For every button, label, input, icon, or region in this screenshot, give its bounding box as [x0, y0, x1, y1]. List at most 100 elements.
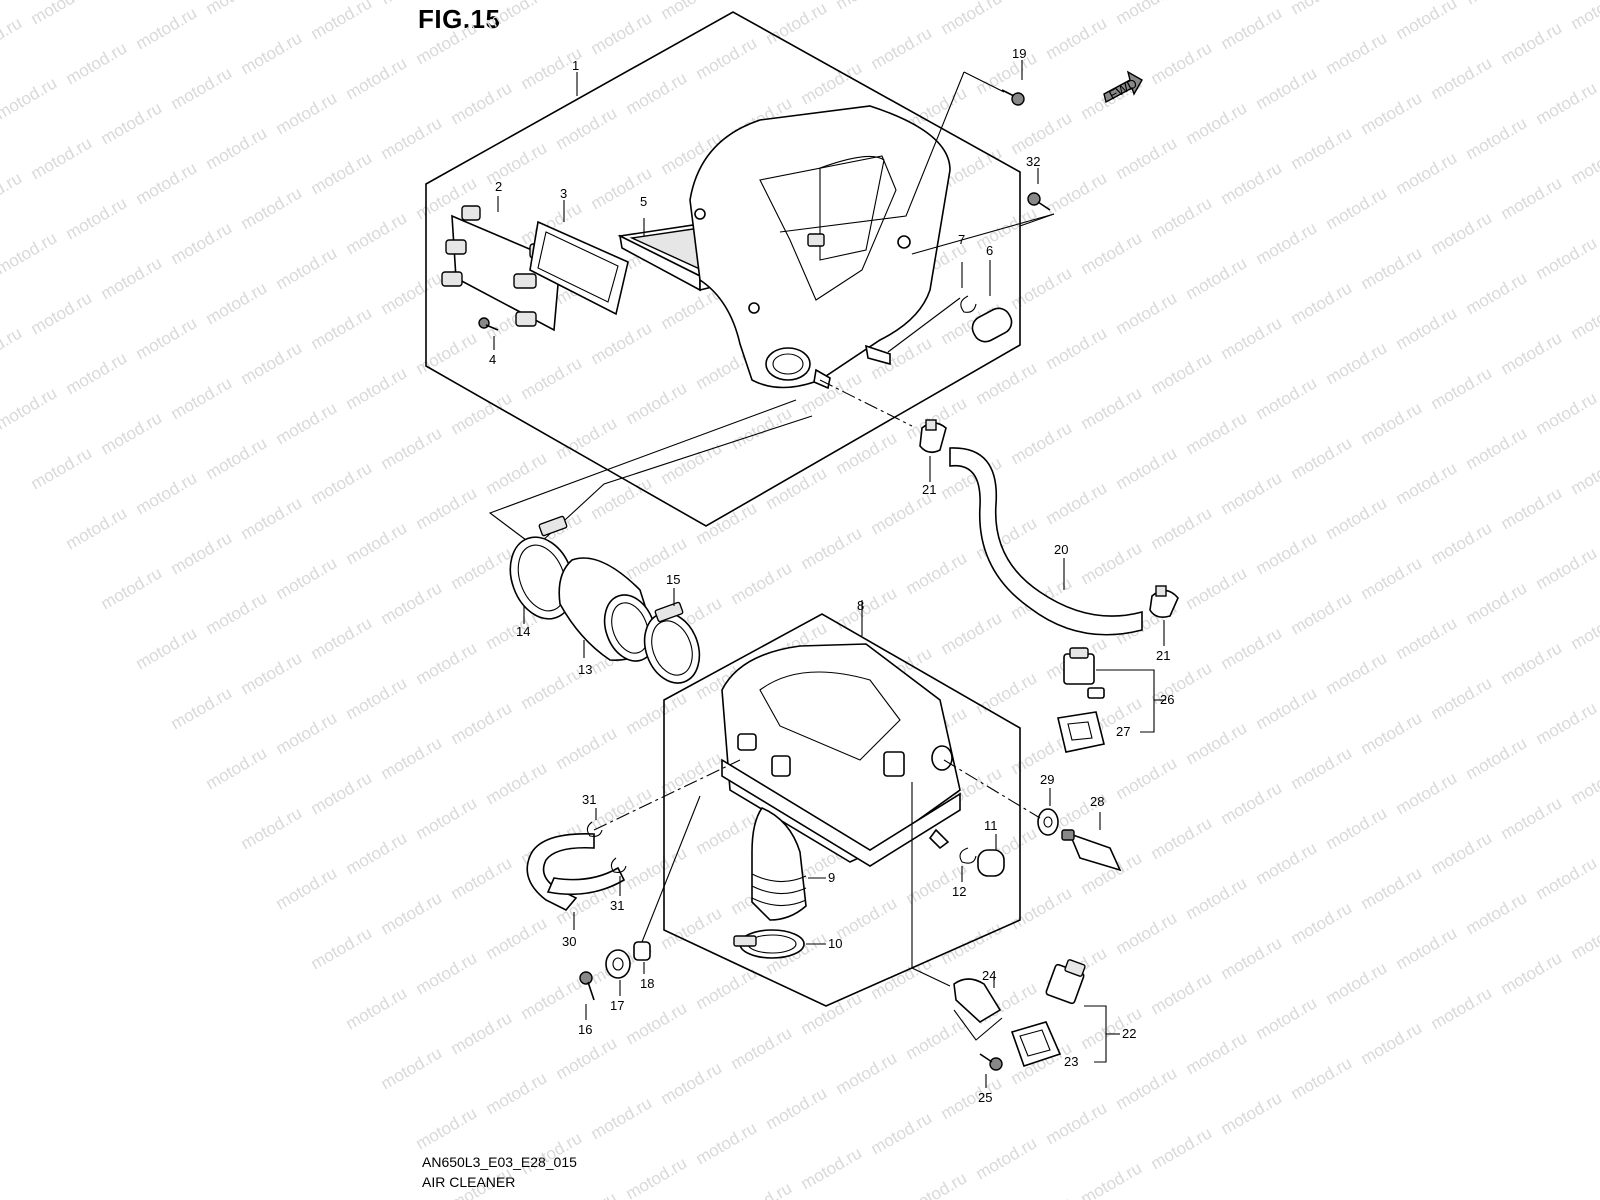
watermark-text: motod.ru [1218, 468, 1286, 518]
watermark-text: motod.ru [1393, 768, 1461, 818]
watermark-text: motod.ru [1113, 288, 1181, 338]
watermark-text: motod.ru [1078, 383, 1146, 433]
watermark-text: motod.ru [728, 558, 796, 608]
watermark-text: motod.ru [273, 398, 341, 448]
watermark-text: motod.ru [448, 78, 516, 128]
watermark-text: motod.ru [1008, 883, 1076, 933]
watermark-text: motod.ru [798, 523, 866, 573]
watermark-text: motod.ru [1358, 553, 1426, 603]
watermark-text: motod.ru [0, 228, 60, 278]
callout-16: 16 [578, 1022, 592, 1037]
watermark-text: motod.ru [1428, 673, 1496, 723]
callout-10: 10 [828, 936, 842, 951]
watermark-text: motod.ru [798, 988, 866, 1038]
watermark-text: motod.ru [63, 348, 131, 398]
watermark-text: motod.ru [28, 0, 96, 28]
watermark-text: motod.ru [658, 0, 726, 23]
callout-29: 29 [1040, 772, 1054, 787]
part-15-clamp [643, 588, 701, 684]
watermark-text: motod.ru [1253, 838, 1321, 888]
watermark-text: motod.ru [1218, 778, 1286, 828]
watermark-text: motod.ru [1568, 138, 1600, 188]
part-7-clip [887, 262, 977, 353]
watermark-text: motod.ru [448, 1008, 516, 1058]
watermark-text: motod.ru [448, 388, 516, 438]
part-11-cap [977, 834, 1005, 877]
watermark-text: motod.ru [1043, 323, 1111, 373]
watermark-text: motod.ru [1253, 683, 1321, 733]
part-20-hose [949, 447, 1143, 636]
part-12-clip [959, 847, 977, 882]
watermark-text: motod.ru [1323, 648, 1391, 698]
watermark-text: motod.ru [308, 458, 376, 508]
watermark-text: motod.ru [1463, 0, 1531, 8]
watermark-text: motod.ru [1288, 433, 1356, 483]
watermark-text: motod.ru [1533, 78, 1600, 128]
watermark-text: motod.ru [1358, 863, 1426, 913]
air-cleaner-lower-case [721, 643, 961, 867]
part-25-screw [979, 1053, 1003, 1088]
watermark-text: motod.ru [1253, 528, 1321, 578]
watermark-text: motod.ru [98, 98, 166, 148]
callout-17: 17 [610, 998, 624, 1013]
watermark-text: motod.ru [1428, 53, 1496, 103]
watermark-text: motod.ru [1393, 148, 1461, 198]
watermark-text: motod.ru [1008, 108, 1076, 158]
watermark-text: motod.ru [1323, 958, 1391, 1008]
watermark-text: motod.ru [1008, 263, 1076, 313]
part-26-connector [1063, 647, 1166, 733]
watermark-text: motod.ru [483, 1068, 551, 1118]
callout-20: 20 [1054, 542, 1068, 557]
watermark-text: motod.ru [1008, 1193, 1076, 1200]
part-13-duct [558, 557, 657, 662]
watermark-text: motod.ru [1498, 948, 1566, 998]
watermark-text: motod.ru [0, 383, 60, 433]
watermark-text: motod.ru [63, 503, 131, 553]
watermark-text: motod.ru [1393, 0, 1461, 43]
callout-21-upper: 21 [922, 482, 936, 497]
watermark-text: motod.ru [1533, 388, 1600, 438]
watermark-text: motod.ru [1183, 98, 1251, 148]
watermark-text: motod.ru [1358, 398, 1426, 448]
watermark-text: motod.ru [1463, 268, 1531, 318]
watermark-text: motod.ru [63, 38, 131, 88]
watermark-text: motod.ru [413, 18, 481, 68]
watermark-text: motod.ru [1288, 588, 1356, 638]
watermark-text: motod.ru [693, 33, 761, 83]
callout-4: 4 [489, 352, 496, 367]
watermark-text: motod.ru [1463, 733, 1531, 783]
callout-5: 5 [640, 194, 647, 209]
part-10-clamp [733, 929, 826, 959]
watermark-text: motod.ru [168, 528, 236, 578]
part-16-bolt [579, 971, 595, 1020]
part-17-grommet [605, 949, 631, 996]
watermark-text: motod.ru [1498, 638, 1566, 688]
watermark-text: motod.ru [728, 403, 796, 453]
callout-31-lower: 31 [610, 898, 624, 913]
watermark-text: motod.ru [98, 253, 166, 303]
watermark-text: motod.ru [1393, 613, 1461, 663]
watermark-text: motod.ru [203, 278, 271, 328]
watermark-text: motod.ru [308, 923, 376, 973]
watermark-text: motod.ru [378, 733, 446, 783]
figure-title: FIG.15 [418, 4, 501, 34]
watermark-text: motod.ru [1323, 803, 1391, 853]
watermark-text: motod.ru [1253, 218, 1321, 268]
watermark-text: motod.ru [1428, 983, 1496, 1033]
watermark-text: motod.ru [1148, 348, 1216, 398]
watermark-text: motod.ru [308, 303, 376, 353]
watermark-text: motod.ru [1218, 3, 1286, 53]
watermark-text: motod.ru [658, 903, 726, 953]
watermark-text: motod.ru [378, 578, 446, 628]
part-30-hose [526, 759, 741, 930]
watermark-text: motod.ru [1008, 0, 1076, 3]
watermark-text: motod.ru [343, 983, 411, 1033]
watermark-text: motod.ru [623, 68, 691, 118]
watermark-text: motod.ru [623, 378, 691, 428]
watermark-text: motod.ru [273, 243, 341, 293]
watermark-text: motod.ru [518, 663, 586, 713]
watermark-text: motod.ru [1358, 243, 1426, 293]
watermark-text: motod.ru [448, 853, 516, 903]
watermark-text: motod.ru [1393, 303, 1461, 353]
watermark-text: motod.ru [1393, 923, 1461, 973]
